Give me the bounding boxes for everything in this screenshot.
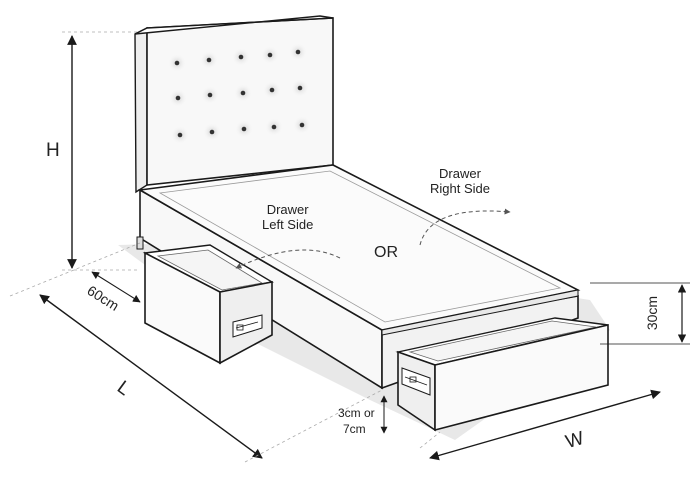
drawer-left-label-line1: Drawer xyxy=(266,202,309,217)
drawer-depth-dimension-line xyxy=(91,271,141,303)
or-label: OR xyxy=(374,244,398,261)
width-dimension-line xyxy=(429,389,661,461)
drawer-right-label: Drawer Right Side xyxy=(430,166,490,197)
clearance-label-line2: 7cm xyxy=(343,422,366,436)
drawer-left-label-line2: Left Side xyxy=(262,216,314,232)
height-label: H xyxy=(46,140,60,161)
drawer-height-label: 30cm xyxy=(644,295,661,331)
drawer-right-label-line2: Right Side xyxy=(430,180,490,196)
length-dimension-line xyxy=(39,294,263,459)
clearance-label-line1: 3cm or xyxy=(338,406,375,420)
drawer-left-arrow xyxy=(235,249,341,269)
headboard-buttons xyxy=(168,43,311,144)
headboard-side xyxy=(134,26,148,194)
drawer-left-label: Drawer Left Side xyxy=(262,202,314,233)
drawer-right-label-line1: Drawer xyxy=(439,166,481,181)
drawer-right-arrow xyxy=(419,208,511,246)
